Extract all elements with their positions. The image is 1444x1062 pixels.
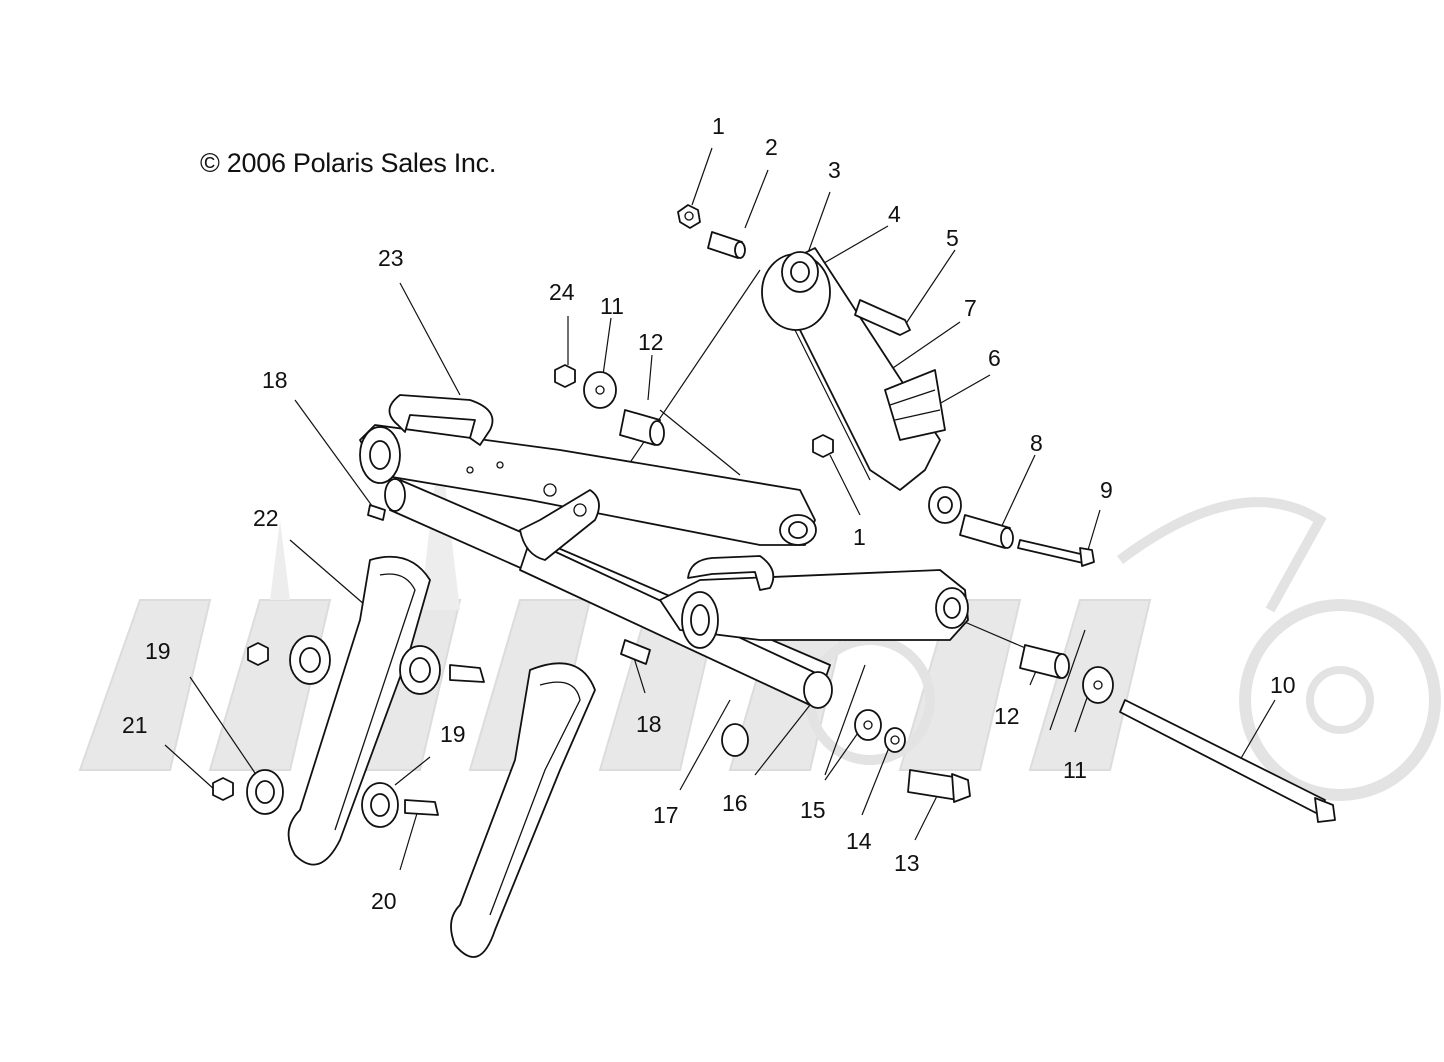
callout-11-lower: 11	[1063, 757, 1087, 783]
callout-11-upper: 11	[600, 293, 624, 319]
callout-20: 20	[371, 888, 397, 914]
links-and-rollers	[212, 555, 596, 958]
cross-shaft	[384, 478, 833, 709]
callout-18-upper: 18	[262, 367, 288, 393]
callout-24: 24	[549, 279, 575, 305]
callout-7: 7	[964, 295, 977, 321]
callout-5: 5	[946, 225, 959, 251]
callout-9: 9	[1100, 477, 1113, 503]
callout-19-left: 19	[145, 638, 171, 664]
callout-21: 21	[122, 712, 148, 738]
callout-1: 1	[712, 113, 725, 139]
callout-12-lower: 12	[994, 703, 1020, 729]
callout-numbers: 1 2 3 4 5 7 6 23 24 11 12 18 8 9 1 22 19…	[122, 113, 1296, 914]
callout-23: 23	[378, 245, 404, 271]
callout-10: 10	[1270, 672, 1296, 698]
callout-2: 2	[765, 134, 778, 160]
upper-arm	[359, 394, 817, 546]
callout-13: 13	[894, 850, 920, 876]
hardware	[367, 204, 1336, 823]
callout-3: 3	[828, 157, 841, 183]
callout-17: 17	[653, 802, 679, 828]
callout-14: 14	[846, 828, 872, 854]
callout-12-upper: 12	[638, 329, 664, 355]
callout-8: 8	[1030, 430, 1043, 456]
copyright-notice: © 2006 Polaris Sales Inc.	[200, 148, 497, 178]
callout-6: 6	[988, 345, 1001, 371]
shock-absorber	[761, 247, 962, 524]
callout-15: 15	[800, 797, 826, 823]
lower-arm	[659, 555, 969, 649]
callout-1-lower: 1	[853, 524, 866, 550]
callout-16: 16	[722, 790, 748, 816]
callout-4: 4	[888, 201, 901, 227]
callout-19-right: 19	[440, 721, 466, 747]
callout-22: 22	[253, 505, 279, 531]
callout-18-lower: 18	[636, 711, 662, 737]
leader-lines	[164, 147, 1276, 871]
